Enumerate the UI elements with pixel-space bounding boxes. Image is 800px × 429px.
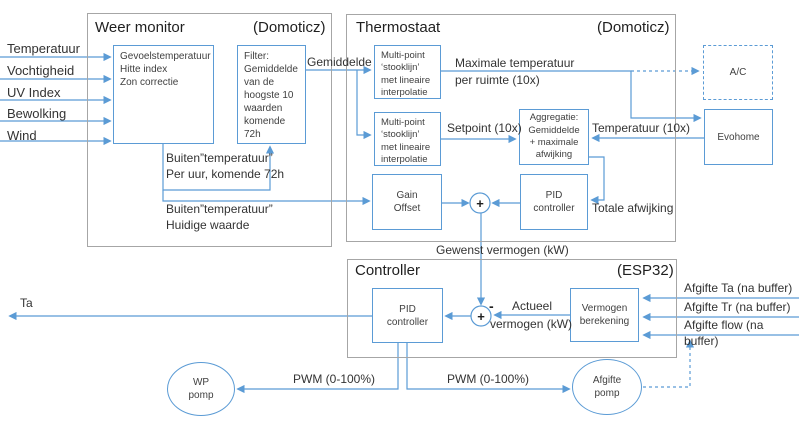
- node-filter: Filter: Gemiddelde van de hoogste 10 waa…: [237, 45, 306, 144]
- thermostaat-platform: (Domoticz): [597, 19, 670, 36]
- connector-pwm-to-afgifte-pomp: [406, 343, 571, 394]
- node-vermogen-berekening: Vermogen berekening: [570, 288, 639, 342]
- label-pwm-left: PWM (0-100%): [293, 372, 376, 386]
- node-ac: A/C: [703, 45, 773, 100]
- node-stooklijn-boven: Multi-point ‘stooklijn’ met lineaire int…: [374, 45, 441, 99]
- label-pwm-right: PWM (0-100%): [447, 372, 530, 386]
- label-actueel-line1: Actueel: [512, 299, 553, 313]
- node-gevoelstemperatuur: Gevoelstemperatuur Hitte index Zon corre…: [113, 45, 214, 144]
- connector-buiten-forecast-to-filter: [162, 144, 275, 191]
- sum-junction-thermostaat: [469, 192, 491, 214]
- controller-title: Controller: [355, 262, 421, 279]
- input-label-bewolking: Bewolking: [7, 106, 67, 121]
- label-buiten-current: Buiten”temperatuur” Huidige waarde: [166, 202, 273, 232]
- node-pid-thermostaat: PID controller: [520, 174, 588, 230]
- node-stooklijn-onder: Multi-point ‘stooklijn’ met lineaire int…: [374, 112, 441, 166]
- label-max-temp-line2: per ruimte (10x): [455, 73, 540, 87]
- input-label-temperatuur: Temperatuur: [7, 41, 80, 56]
- label-afgifte-ta: Afgifte Ta (na buffer): [684, 281, 793, 295]
- plus-icon: +: [477, 308, 485, 324]
- label-setpoint: Setpoint (10x): [447, 121, 522, 135]
- input-label-wind: Wind: [7, 128, 37, 143]
- label-totale-afwijking: Totale afwijking: [592, 201, 674, 215]
- label-ta: Ta: [20, 296, 33, 310]
- node-afgifte-pomp: Afgifte pomp: [572, 359, 642, 415]
- controller-platform: (ESP32): [617, 262, 674, 279]
- label-actueel-line2: vermogen (kW): [490, 317, 573, 331]
- weer-monitor-platform: (Domoticz): [253, 19, 326, 36]
- thermostaat-title: Thermostaat: [356, 19, 441, 36]
- node-evohome: Evohome: [704, 109, 773, 165]
- node-pid-controller: PID controller: [372, 288, 443, 343]
- minus-icon: -: [489, 298, 494, 314]
- sum-junction-controller: [470, 305, 492, 327]
- label-temperatuur-10x: Temperatuur (10x): [592, 121, 691, 135]
- label-gemiddelde: Gemiddelde: [307, 55, 372, 69]
- label-max-temp-line1: Maximale temperatuur: [455, 56, 575, 70]
- input-label-vochtigheid: Vochtigheid: [7, 63, 75, 78]
- connector-gemiddelde-to-stooklijn-onder: [356, 70, 372, 140]
- container-weer-monitor: [87, 13, 332, 247]
- node-wp-pomp: WP pomp: [167, 362, 235, 416]
- label-afgifte-flow: Afgifte flow (na buffer): [684, 318, 764, 348]
- node-gain-offset: Gain Offset: [372, 174, 442, 230]
- connector-totale-afwijking-to-pid: [589, 156, 605, 205]
- label-buiten-forecast: Buiten”temperatuur” Per uur, komende 72h: [166, 151, 285, 181]
- label-afgifte-tr: Afgifte Tr (na buffer): [684, 300, 791, 314]
- input-label-uv-index: UV Index: [7, 85, 61, 100]
- connector-max-temp-to-evohome: [441, 70, 702, 123]
- plus-icon: +: [476, 195, 484, 211]
- weer-monitor-title: Weer monitor: [95, 19, 185, 36]
- container-controller: [347, 259, 677, 358]
- node-aggregatie: Aggregatie: Gemiddelde + maximale afwijk…: [519, 109, 589, 165]
- container-thermostaat: [346, 14, 676, 242]
- connector-buiten-current-to-gain: [162, 190, 371, 206]
- connector-pwm-to-wp-pomp: [236, 343, 399, 394]
- label-gewenst-vermogen: Gewenst vermogen (kW): [436, 243, 569, 257]
